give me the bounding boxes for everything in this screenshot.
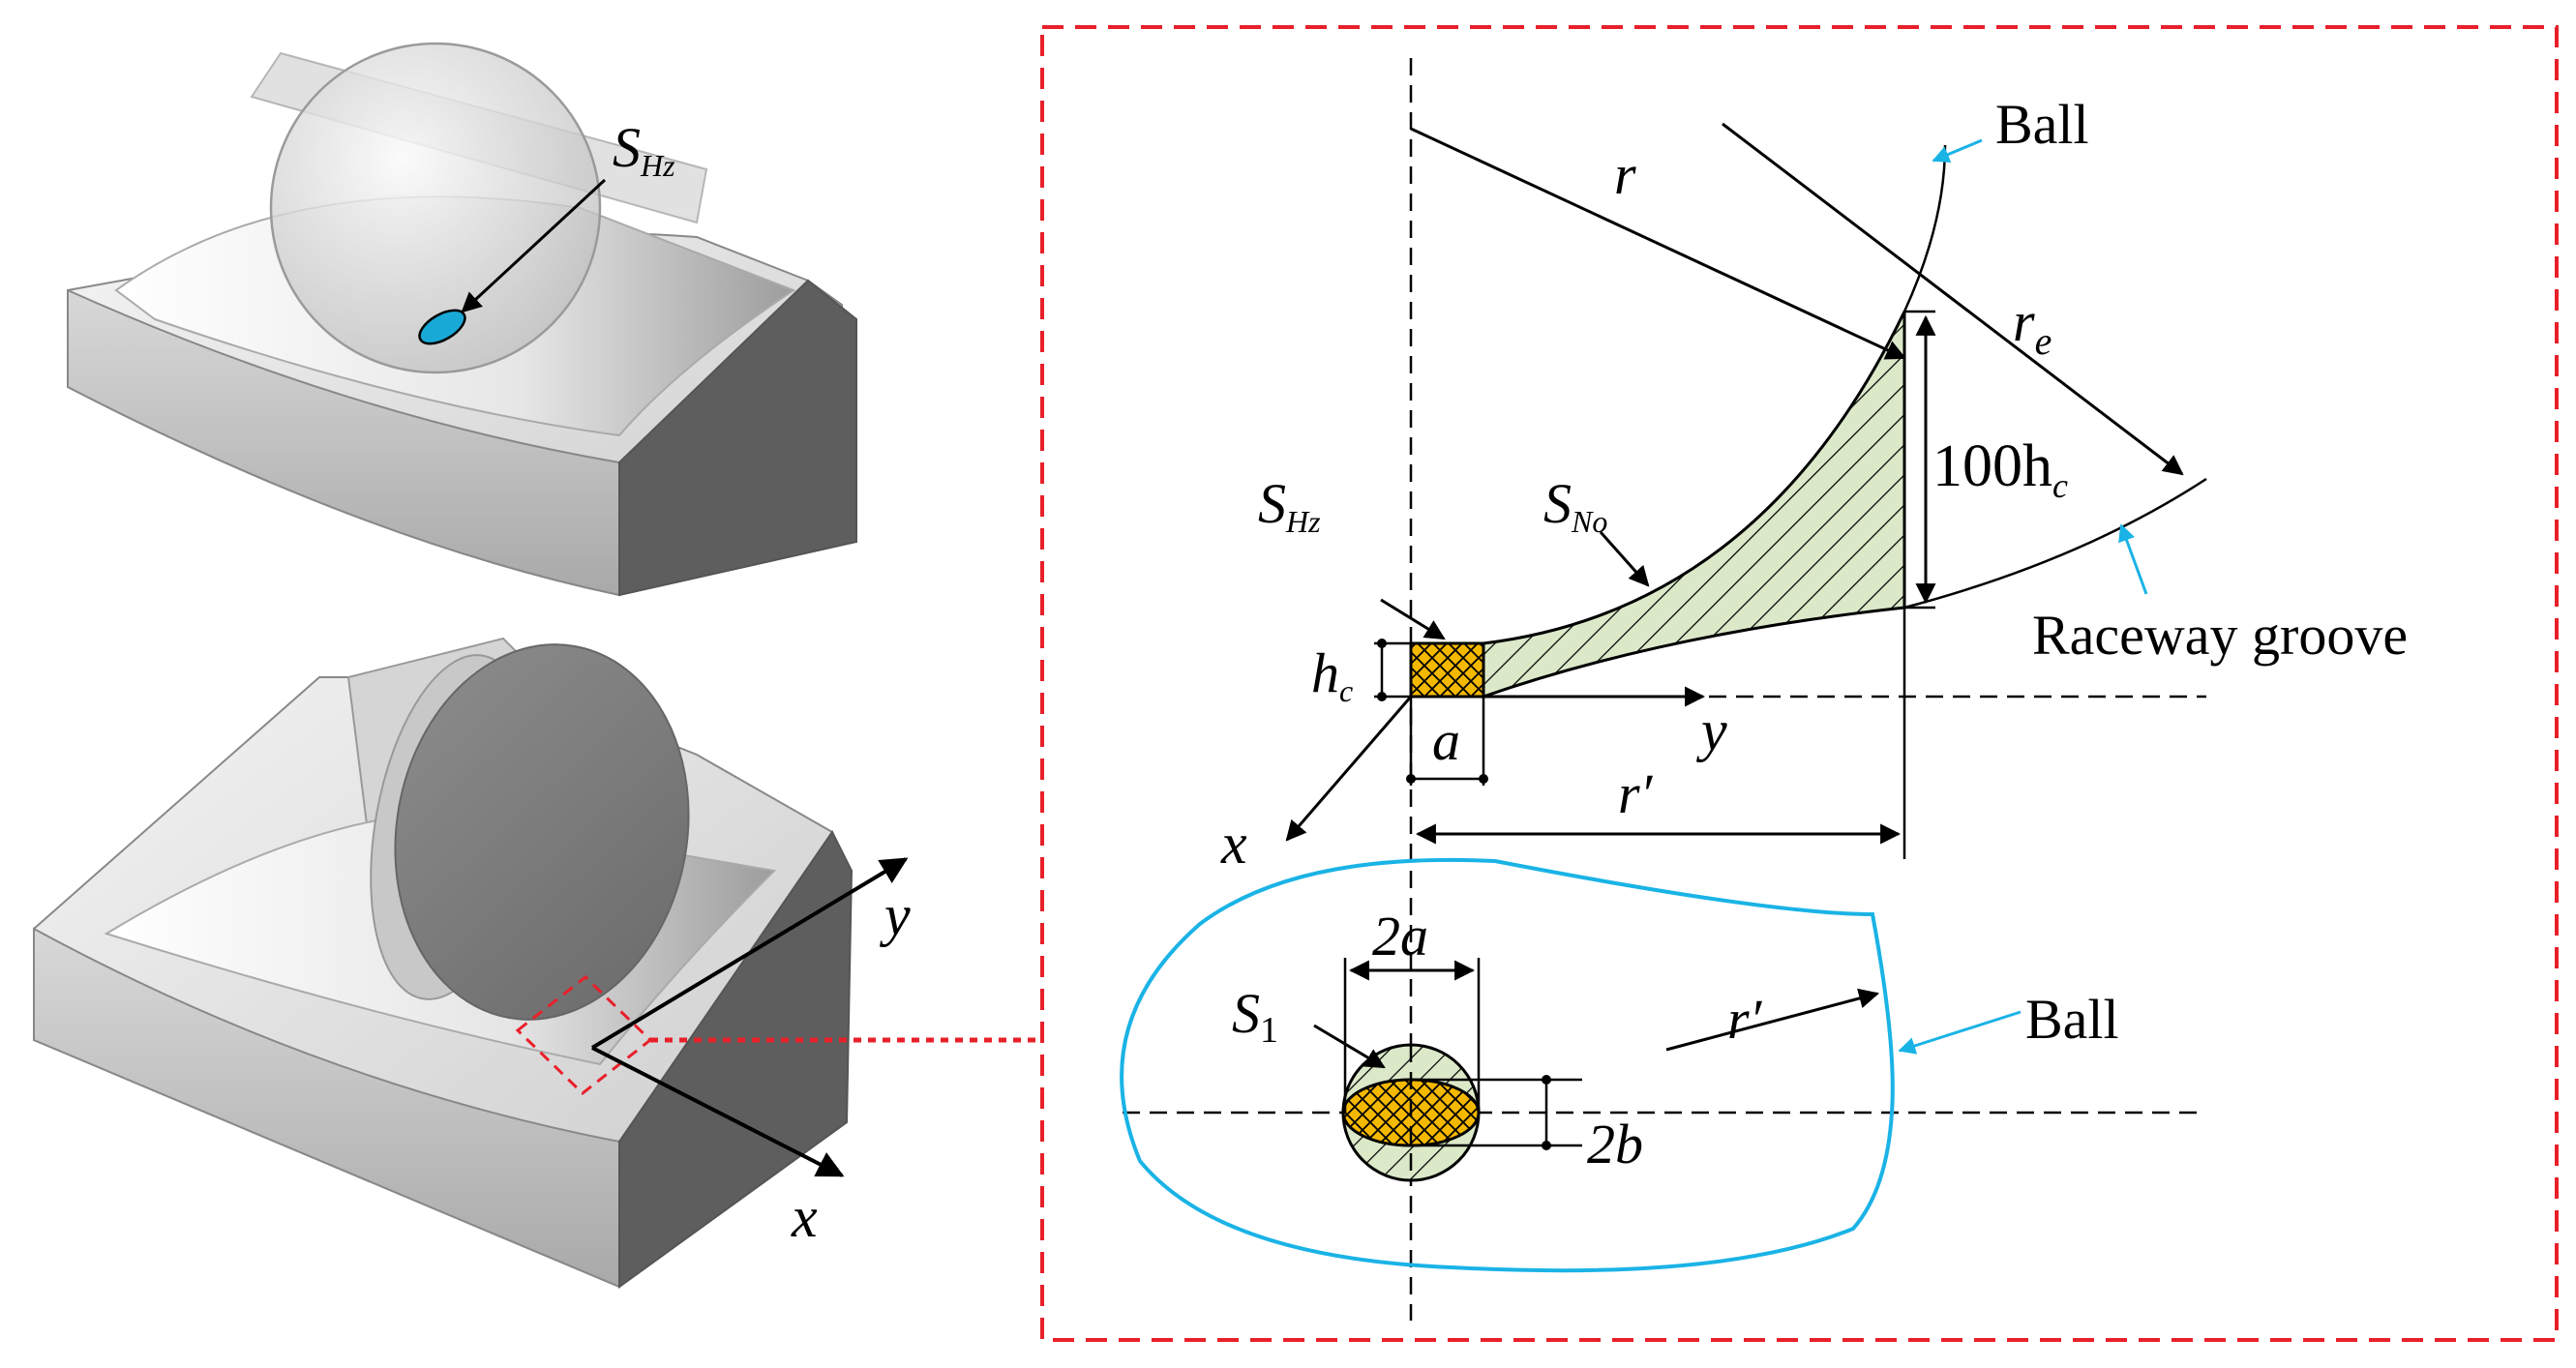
label-ball-bottom: Ball: [2025, 988, 2119, 1051]
raceway-arc: [1483, 477, 2207, 699]
label-y-model: y: [879, 883, 911, 947]
label-s-no: SNo: [1543, 472, 1607, 539]
label-s-hz-top: SHz: [613, 116, 675, 183]
label-100h-c: 100hc: [1932, 433, 2068, 505]
label-s-1: S1: [1232, 982, 1278, 1051]
label-x-detail: x: [1220, 812, 1247, 876]
label-r-prime-bottom: r′: [1727, 988, 1763, 1051]
label-y-detail: y: [1695, 699, 1727, 762]
label-r: r: [1614, 143, 1636, 206]
label-raceway-groove: Raceway groove: [2032, 604, 2408, 667]
label-x-model: x: [791, 1185, 818, 1249]
model-top-ball-on-raceway: [67, 42, 858, 597]
label-two-a: 2a: [1372, 905, 1428, 967]
model-bottom-cross-section: [33, 637, 909, 1289]
detail-frame: [1040, 25, 2559, 1342]
contact-spot-top: [418, 309, 466, 345]
ball-contour-bottom: [1120, 857, 1895, 1273]
label-a: a: [1432, 709, 1460, 772]
label-r-prime-top: r′: [1618, 762, 1654, 825]
ball-arc-top: [1483, 144, 1947, 645]
label-two-b: 2b: [1587, 1113, 1643, 1175]
label-r-e: re: [2013, 290, 2052, 363]
label-s-hz-detail: SHz: [1258, 472, 1321, 539]
label-ball-top: Ball: [1995, 93, 2089, 156]
label-h-c: hc: [1311, 641, 1353, 708]
region-s-hz: [1409, 641, 1485, 699]
